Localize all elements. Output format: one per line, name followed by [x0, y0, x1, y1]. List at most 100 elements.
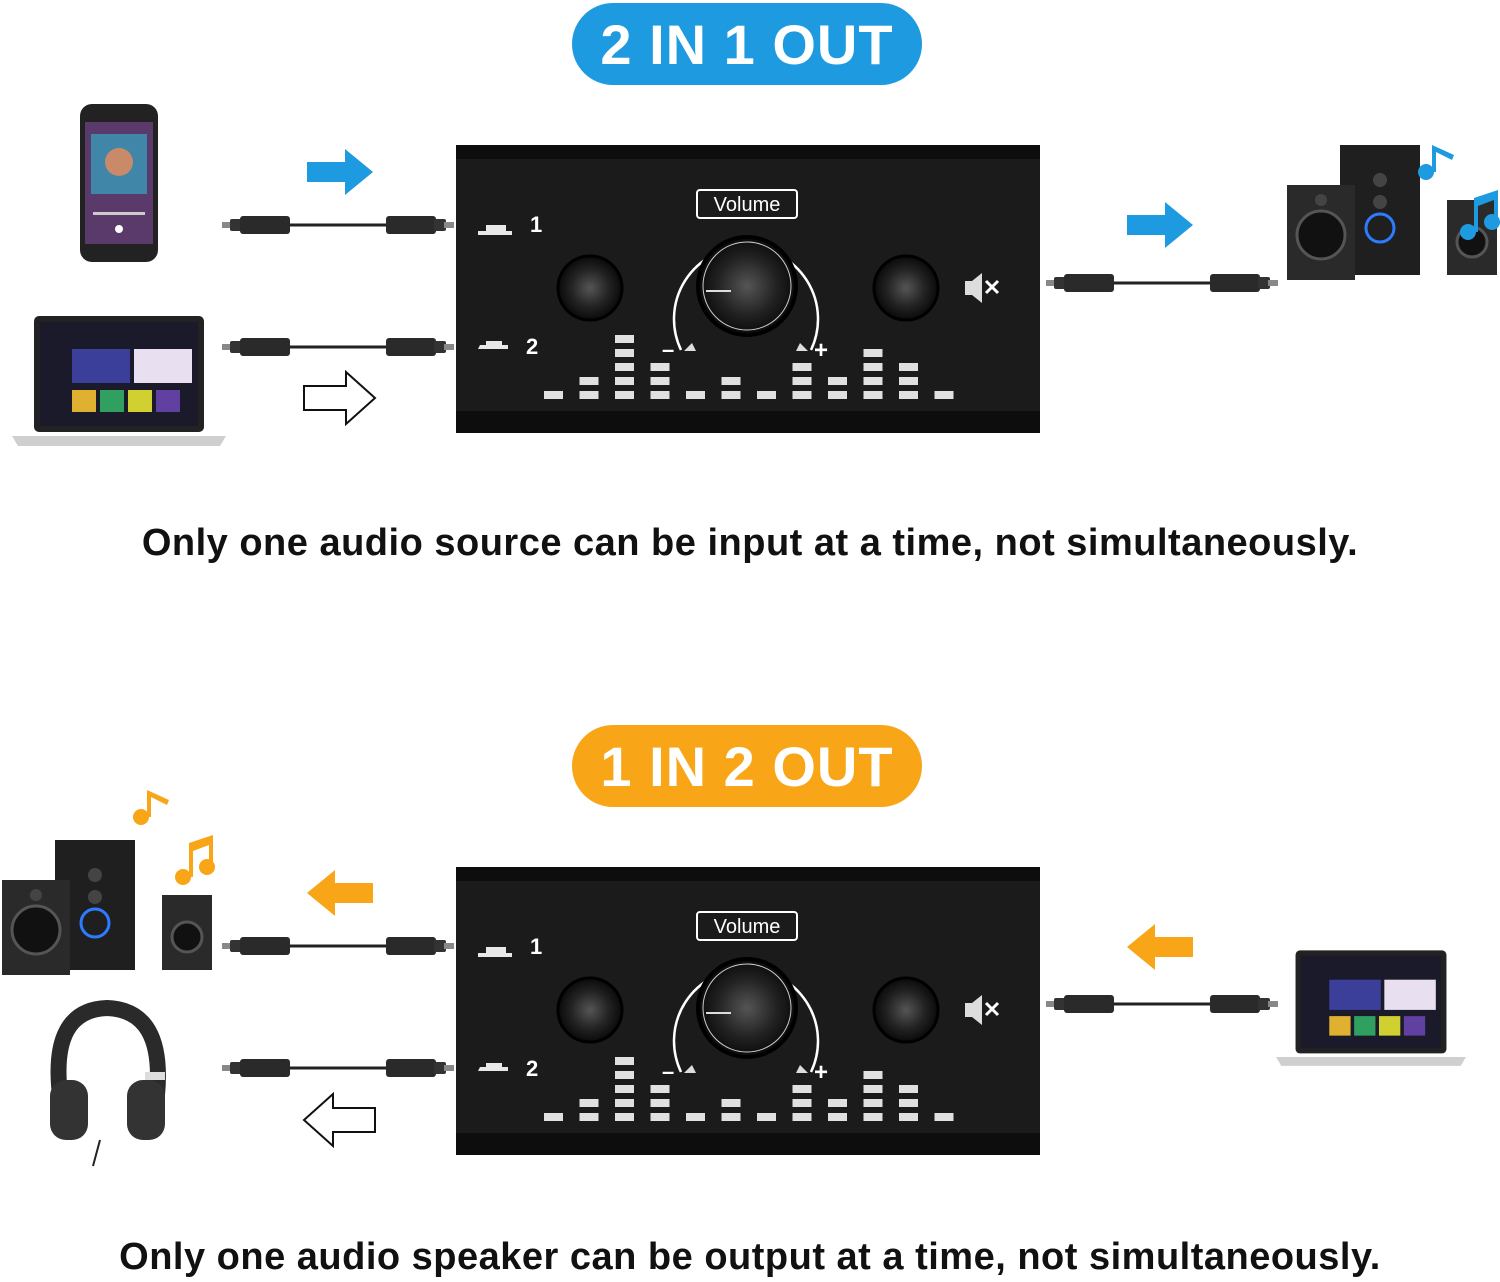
equalizer-bar-segment [792, 377, 812, 385]
device-bottom-rail [456, 1133, 1040, 1155]
equalizer-bar-segment [828, 377, 847, 385]
volume-plus-label: + [814, 337, 828, 364]
audio-cable [1046, 993, 1278, 1015]
equalizer-bar-segment [615, 1057, 634, 1065]
equalizer-bar-segment [899, 377, 918, 385]
equalizer-bar-segment [650, 1113, 670, 1121]
arc-arrow-minus [684, 343, 696, 351]
input-select-button[interactable] [556, 254, 624, 322]
arrow-right-inactive-icon [303, 370, 377, 426]
equalizer-bar-segment [615, 1099, 634, 1107]
equalizer-bar-segment [721, 1113, 741, 1121]
equalizer-bar-segment [863, 1113, 883, 1121]
equalizer-bar-segment [650, 377, 670, 385]
mute-button[interactable] [872, 254, 940, 322]
equalizer-bar-segment [863, 349, 883, 357]
arrow-left-inactive-icon [302, 1092, 376, 1148]
equalizer-bar-segment [686, 391, 705, 399]
equalizer-bar-segment [686, 1113, 705, 1121]
port-1-label: 1 [530, 934, 542, 959]
volume-minus-label: – [662, 337, 674, 362]
volume-label-box [696, 911, 798, 941]
equalizer-bar-segment [650, 1085, 670, 1093]
equalizer-bar-segment [650, 391, 670, 399]
equalizer-bar-segment [863, 1071, 883, 1079]
equalizer-bar-segment [934, 1113, 954, 1121]
arc-arrow-plus [796, 343, 808, 351]
volume-plus-label: + [814, 1059, 828, 1086]
port-2-label: 2 [526, 334, 538, 359]
mute-x-icon [984, 279, 1000, 295]
equalizer-bar-segment [828, 1113, 847, 1121]
volume-knob[interactable] [696, 235, 798, 337]
equalizer-bar-segment [899, 1099, 918, 1107]
equalizer-bar-segment [615, 363, 634, 371]
equalizer-bar-segment [615, 1071, 634, 1079]
caption-input: Only one audio source can be input at a … [141, 522, 1359, 564]
smartphone-image [80, 104, 158, 262]
audio-cable [1046, 272, 1278, 294]
equalizer-bar-segment [792, 1099, 812, 1107]
port-1-icon [478, 225, 512, 235]
equalizer-bar-segment [792, 1085, 812, 1093]
equalizer-bar-segment [863, 391, 883, 399]
port-2-icon [478, 1063, 508, 1071]
equalizer-bar-segment [650, 363, 670, 371]
speaker-mute-icon [965, 995, 982, 1025]
equalizer-bar-segment [579, 1099, 599, 1107]
equalizer-bar-segment [544, 391, 563, 399]
port-1-label: 1 [530, 212, 542, 237]
equalizer-bar-segment [615, 1113, 634, 1121]
equalizer-bar-segment [615, 349, 634, 357]
equalizer-bar-segment [899, 1113, 918, 1121]
arc-arrow-plus [796, 1065, 808, 1073]
equalizer-bar-segment [615, 377, 634, 385]
arrow-left-active-icon [1127, 924, 1193, 970]
equalizer-bar-segment [579, 377, 599, 385]
arrow-right-active-icon [1127, 202, 1193, 248]
equalizer-bar-segment [863, 377, 883, 385]
equalizer-bar-segment [757, 391, 776, 399]
equalizer-bar-segment [934, 391, 954, 399]
mute-x-icon [984, 1001, 1000, 1017]
headphones-image [50, 1000, 166, 1167]
audio-cable [222, 214, 454, 236]
equalizer-bar-segment [828, 391, 847, 399]
laptop-image [12, 316, 226, 446]
equalizer-bar-segment [579, 1113, 599, 1121]
equalizer-bar-segment [544, 1113, 563, 1121]
equalizer-bar-segment [721, 377, 741, 385]
device-top-rail [456, 145, 1040, 159]
equalizer-bar-segment [615, 1085, 634, 1093]
mute-button[interactable] [872, 976, 940, 1044]
equalizer-bar-segment [650, 1099, 670, 1107]
arrow-right-active-icon [307, 149, 373, 195]
equalizer-bar-segment [792, 391, 812, 399]
volume-label: Volume [714, 916, 781, 938]
port-1-icon [478, 947, 512, 957]
equalizer-bar-segment [899, 1085, 918, 1093]
mode-title-1in2out: 1 IN 2 OUT [572, 725, 922, 807]
music-note-icon [1418, 145, 1500, 240]
equalizer-bar-segment [615, 391, 634, 399]
volume-knob-ring [702, 241, 792, 331]
laptop-image [1276, 950, 1466, 1066]
equalizer-bar-segment [721, 391, 741, 399]
arc-arrow-minus [684, 1065, 696, 1073]
mode-title-2in1out: 2 IN 1 OUT [572, 3, 922, 85]
volume-knob[interactable] [696, 957, 798, 1059]
audio-cable [222, 336, 454, 358]
input-select-button[interactable] [556, 976, 624, 1044]
equalizer-bar-segment [792, 363, 812, 371]
equalizer-bar-segment [863, 1085, 883, 1093]
equalizer-bar-segment [792, 1113, 812, 1121]
equalizer-bar-segment [828, 1099, 847, 1107]
audio-cable [222, 935, 454, 957]
volume-knob-ring [702, 963, 792, 1053]
port-2-icon [478, 341, 508, 349]
speaker-mute-icon [965, 273, 982, 303]
equalizer-bar-segment [863, 363, 883, 371]
volume-label-box [696, 189, 798, 219]
